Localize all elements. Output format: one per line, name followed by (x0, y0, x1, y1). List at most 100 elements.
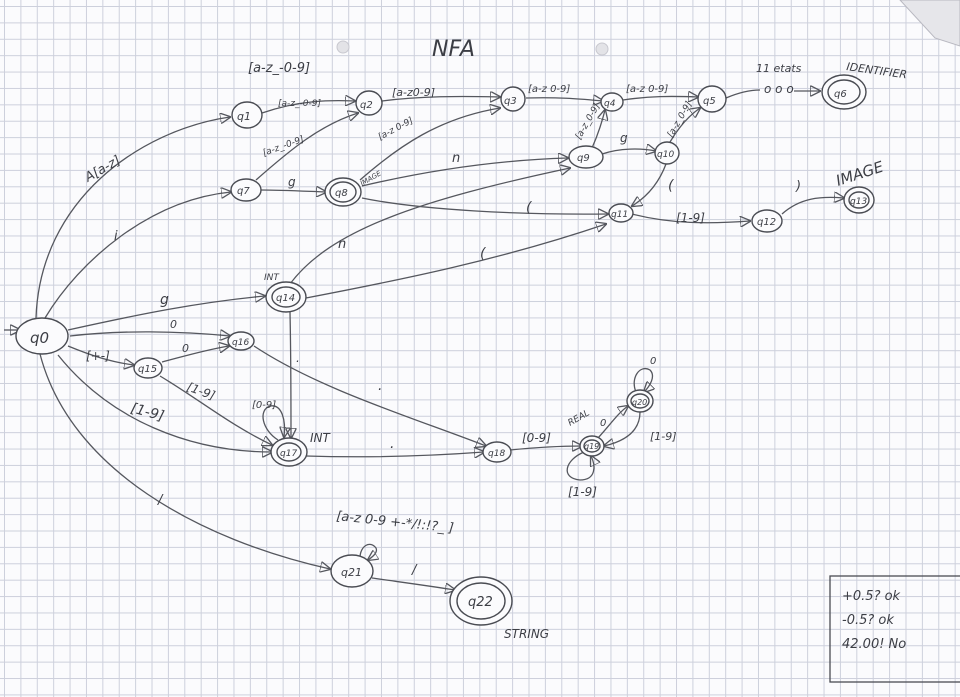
edge-q20-q19 (604, 411, 641, 446)
state-label: q5 (703, 96, 716, 107)
label-q21-loop: [a-z 0-9 +-*/!:!?_ ] (336, 509, 455, 536)
tag-int-upper: INT (264, 273, 280, 283)
label-q19-loop: [1-9] (568, 485, 597, 499)
edge-q17-loop (262, 405, 284, 441)
label-q8-q9: n (452, 151, 460, 166)
tag-real: REAL (567, 408, 592, 428)
state-q22: q22 (449, 576, 513, 626)
label-q14-q9: n (338, 237, 346, 252)
state-label: q1 (237, 110, 251, 123)
state-label: q18 (488, 449, 505, 459)
state-label: q19 (584, 442, 599, 451)
label-q16-q18: . (378, 378, 382, 394)
edge-q10-q11 (632, 163, 667, 206)
state-label: q22 (468, 595, 493, 610)
tag-string: STRING (504, 627, 549, 641)
edge-q5-dots (725, 89, 761, 99)
state-q3: q3 (500, 86, 526, 112)
label-q20-q19: [1-9] (650, 430, 677, 443)
label-q5-dots: 11 etats (756, 62, 802, 75)
edge-q18-q19 (509, 446, 582, 450)
state-q4: q4 (600, 92, 624, 112)
edge-q0-q1 (35, 117, 230, 319)
label-q21-q22: / (411, 563, 418, 578)
tag-image: IMAGE (834, 157, 886, 189)
label-q0-q16: 0 (170, 318, 177, 331)
state-q15: q15 (133, 357, 163, 379)
page-corner (899, 0, 960, 47)
label-q0-q7: i (114, 229, 118, 244)
states: q0 q1 q2 q3 q4 q5 q6 q7 q8 q9 q10 q11 q1… (15, 74, 875, 626)
punch-hole (595, 42, 609, 56)
state-q19: q19 (579, 435, 605, 457)
edge-q0-q14 (67, 296, 265, 331)
edge-q8-q9 (361, 158, 568, 187)
edge-q21-q22 (371, 577, 455, 590)
label-q14-q11: ( (480, 246, 486, 262)
label-q1-above: [a-z_-0-9] (248, 61, 310, 76)
label-q7-q8: g (288, 175, 296, 189)
notes-box: +0.5? ok -0.5? ok 42.00! No (829, 575, 960, 683)
edge-q15-q17 (159, 375, 272, 445)
label-q9-q10: g (620, 131, 628, 145)
state-label: q7 (237, 186, 250, 197)
edge-q9-q4 (591, 110, 605, 149)
label-q2-q3: [a-z0-9] (392, 86, 435, 99)
label-q11-q12: [1-9] (676, 211, 705, 225)
edge-q0-q16 (69, 332, 230, 336)
edge-labels: A[a-z] [a-z_-0-9] [a-z_-0-9] [a-z0-9] [a… (82, 61, 802, 578)
ellipsis-states: o o o (764, 82, 794, 96)
edge-q17-q18 (305, 452, 484, 457)
state-label: q14 (276, 293, 295, 304)
state-label: q15 (138, 364, 157, 375)
edge-q9-q10 (601, 149, 656, 154)
state-q16: q16 (227, 331, 255, 351)
label-q1-q2: [a-z_-0-9] (278, 99, 321, 109)
edge-q0-q17 (57, 354, 272, 452)
state-label: q11 (611, 210, 628, 220)
label-q15-q17: [1-9] (185, 380, 217, 403)
tag-image-small: IMAGE (359, 169, 383, 188)
edge-q0-q21 (39, 353, 330, 569)
label-q18-q19: [0-9] (522, 431, 551, 445)
label-q12-q13: ) (795, 179, 801, 194)
state-q1: q1 (231, 101, 263, 129)
state-label: q8 (335, 188, 348, 199)
tag-int-lower: INT (310, 431, 332, 445)
edge-q11-q12 (631, 213, 750, 223)
state-q21: q21 (330, 554, 374, 588)
label-q20-loop: 0 (650, 356, 656, 367)
label-q0-q21: / (157, 493, 164, 508)
edge-q14-q17 (290, 311, 291, 438)
edge-q15-q16 (161, 346, 229, 363)
state-label: q13 (850, 197, 867, 207)
edge-q21-loop (359, 543, 377, 560)
state-q9: q9 (568, 145, 604, 169)
label-q19-q20: 0 (600, 418, 606, 429)
state-q6: q6 (821, 74, 867, 110)
edge-q19-q20 (597, 406, 628, 439)
state-q20: q20 (626, 389, 654, 413)
edge-q10-q5 (669, 108, 700, 143)
state-q11: q11 (608, 203, 634, 223)
state-q13: q13 (843, 186, 875, 214)
state-q5: q5 (697, 85, 727, 113)
state-label: q4 (604, 99, 616, 109)
state-label: q17 (280, 449, 297, 459)
edge-q20-loop (633, 368, 652, 392)
label-q15-q16: 0 (182, 342, 189, 355)
label-q17-loop: [0-9] (252, 400, 276, 411)
label-q9-q4: [a-z_0-9] (574, 102, 603, 142)
state-label: q20 (632, 398, 647, 407)
edge-q1-q2 (261, 101, 355, 114)
state-label: q6 (834, 89, 847, 100)
punch-hole (336, 40, 350, 54)
state-q8: q8 (324, 177, 362, 207)
note-line: -0.5? ok (842, 613, 894, 628)
state-q7: q7 (230, 178, 262, 202)
edge-q3-q4 (525, 98, 603, 101)
label-q0-q1: A[a-z] (82, 153, 124, 186)
label-q7-q2: [a-z_-0-9] (262, 135, 306, 159)
